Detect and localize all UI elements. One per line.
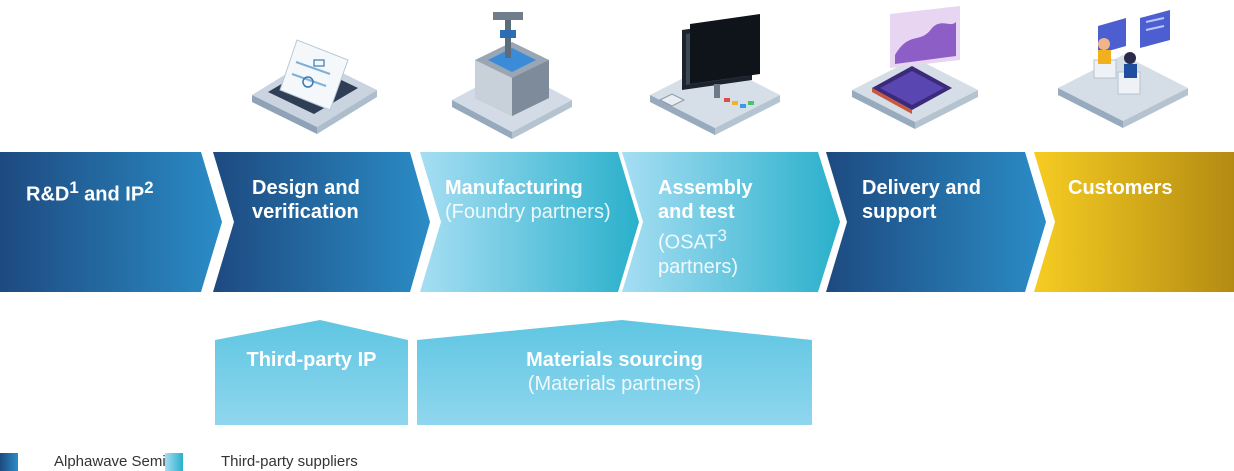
label-assembly-sub: (OSAT3 partners) [658,226,739,278]
chevron-assembly [622,152,840,292]
label-customers: Customers [1068,176,1208,200]
label-materials-sourcing-sub: (Materials partners) [527,373,702,395]
block-materials-sourcing [417,320,812,425]
label-rnd-title: R&D1 and IP2 [26,178,154,206]
chevron-manufacturing [420,152,639,292]
label-manufacturing-sub: (Foundry partners) [445,201,611,223]
legend-swatch-alphawave [0,453,18,471]
label-delivery: Delivery and support [862,176,1002,224]
chip-delivery-icon [852,6,978,129]
label-third-party-ip-title: Third-party IP [246,349,377,371]
label-delivery-title: Delivery and support [862,177,981,223]
label-customers-title: Customers [1068,177,1173,199]
label-assembly: Assembly and test (OSAT3 partners) [658,176,788,279]
label-third-party-ip: Third-party IP [215,348,408,372]
label-materials-sourcing: Materials sourcing (Materials partners) [417,348,812,396]
legend-label-alphawave: Alphawave Semi [54,453,166,470]
chevron-rnd [0,152,222,292]
test-equipment-icon [650,14,780,135]
label-manufacturing-title: Manufacturing [445,177,583,199]
block-third-party-ip [215,320,408,425]
chevron-delivery [826,152,1046,292]
chevron-customers [1034,152,1234,292]
label-materials-sourcing-title: Materials sourcing [526,349,703,371]
label-design: Design and verification [252,176,402,224]
label-design-title: Design and verification [252,177,360,223]
label-rnd: R&D1 and IP2 [26,176,206,207]
chevron-design [213,152,430,292]
laptop-blueprint-icon [252,39,377,134]
legend-label-third-party: Third-party suppliers [221,453,358,470]
label-assembly-title: Assembly and test [658,177,753,223]
label-manufacturing: Manufacturing (Foundry partners) [445,176,615,224]
factory-machine-icon [452,12,572,139]
legend-swatch-third-party [165,453,183,471]
customers-icon [1058,10,1188,128]
